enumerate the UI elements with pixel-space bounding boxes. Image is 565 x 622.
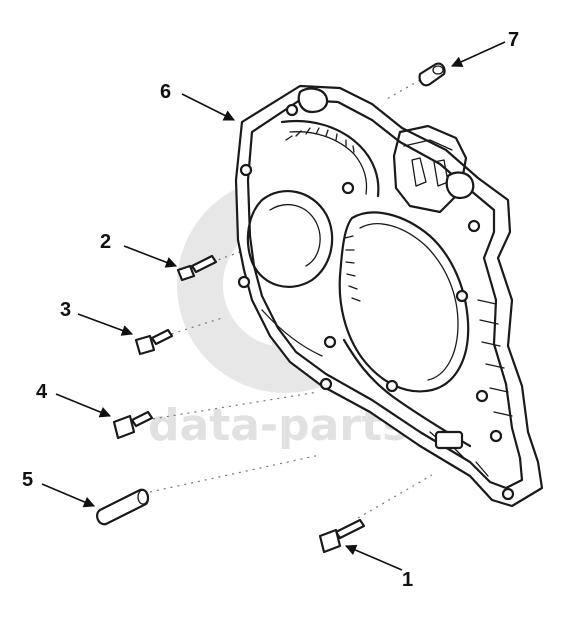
bolt-part-4 — [112, 410, 154, 440]
callout-1: 1 — [402, 569, 413, 591]
leader-lines — [41, 41, 506, 571]
callout-2: 2 — [100, 231, 111, 253]
callout-4: 4 — [36, 381, 48, 403]
callout-labels: 1 2 3 4 5 6 7 — [22, 29, 519, 591]
gear-housing-part-6 — [234, 84, 544, 508]
callout-7: 7 — [508, 29, 519, 51]
alignment-lines — [145, 79, 433, 519]
callout-3: 3 — [60, 299, 71, 321]
callout-5: 5 — [22, 469, 33, 491]
bolt-part-2 — [176, 254, 218, 282]
callout-6: 6 — [160, 81, 171, 103]
bolt-part-1 — [318, 518, 366, 554]
dowel-sleeve-part-5 — [96, 488, 150, 526]
bolt-part-3 — [134, 328, 174, 356]
dowel-pin-part-7 — [418, 62, 446, 87]
